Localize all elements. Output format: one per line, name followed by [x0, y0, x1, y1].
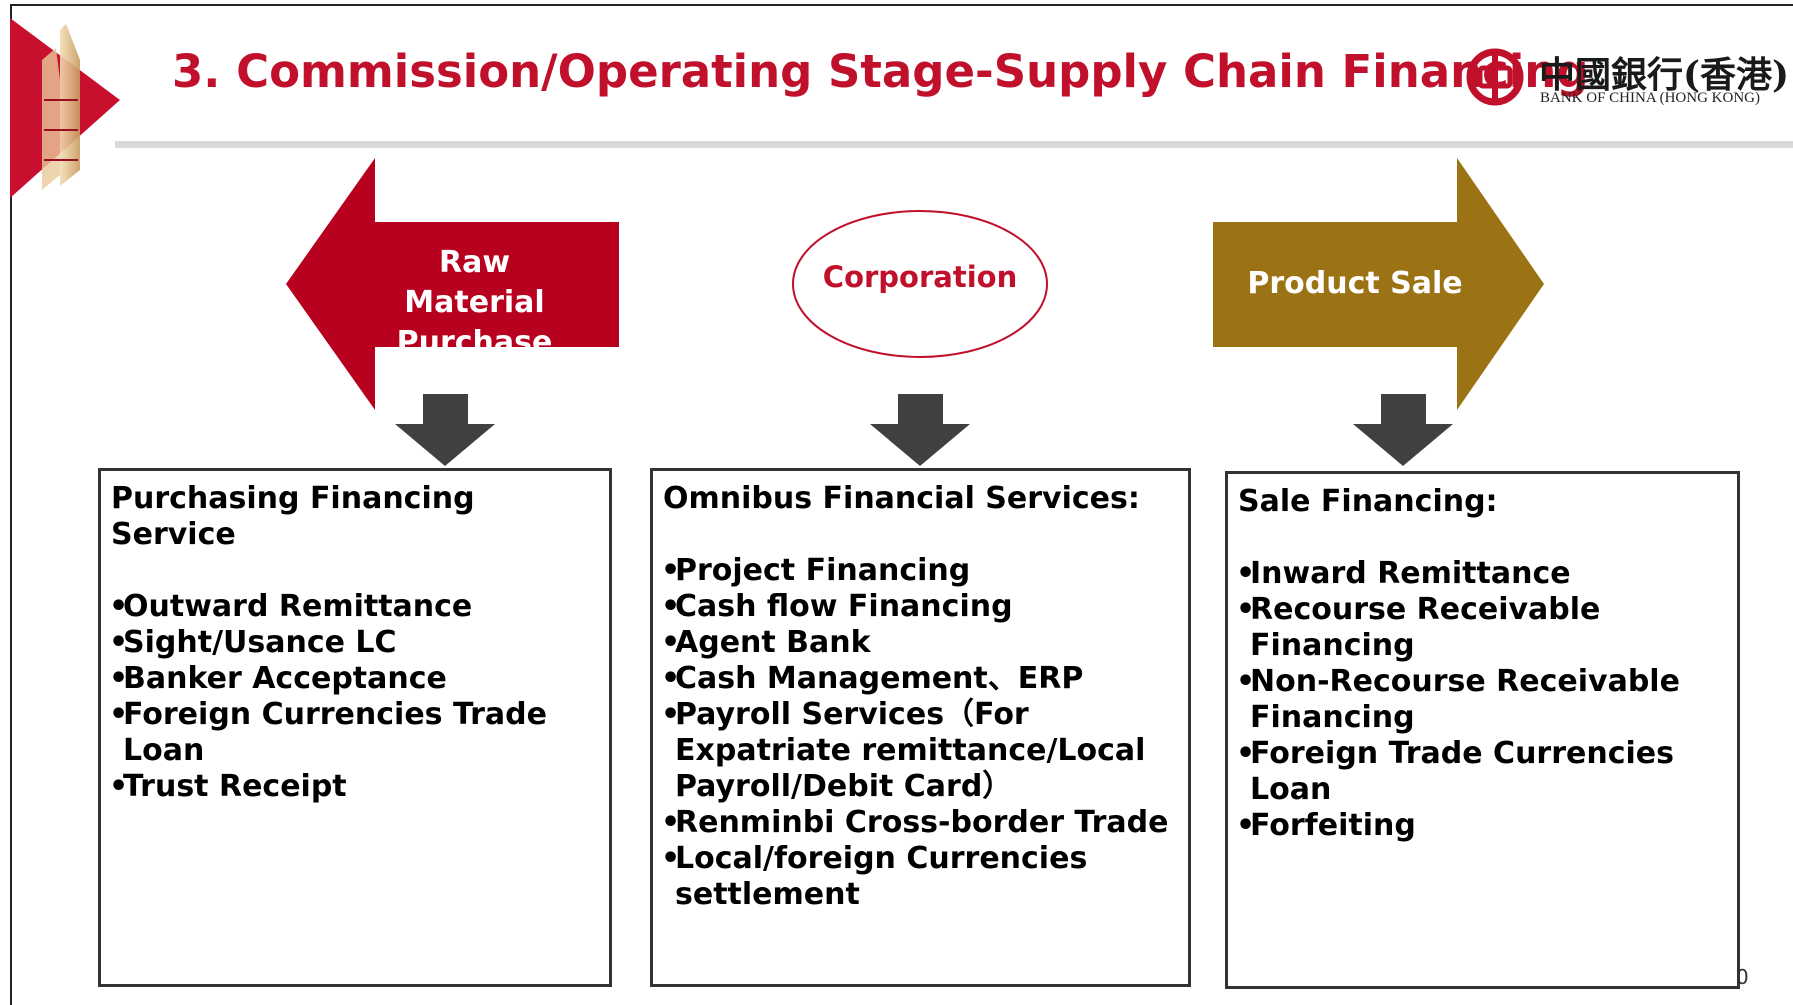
box-heading: Omnibus Financial Services:	[663, 481, 1140, 516]
product-sale-label: Product Sale	[1247, 266, 1463, 301]
product-sale-arrow	[1213, 158, 1544, 410]
bank-logo-icon	[1466, 48, 1524, 106]
service-list: Inward Remittance Recourse Receivable Fi…	[1236, 556, 1727, 844]
list-item: Payroll Services（For Expatriate remittan…	[661, 697, 1178, 805]
corporation-label: Corporation	[822, 260, 1018, 294]
service-list: Project Financing Cash flow Financing Ag…	[661, 553, 1178, 913]
list-item: Local/foreign Currencies settlement	[661, 841, 1178, 913]
list-item: Banker Acceptance	[109, 661, 599, 697]
corner-emblem-icon	[10, 18, 120, 198]
slide-frame	[10, 4, 1793, 1005]
list-item: Outward Remittance	[109, 589, 599, 625]
down-arrow-icon	[395, 394, 495, 466]
list-item: Trust Receipt	[109, 769, 599, 805]
list-item: Sight/Usance LC	[109, 625, 599, 661]
list-item: Foreign Trade Currencies Loan	[1236, 736, 1727, 808]
list-item: Recourse Receivable Financing	[1236, 592, 1727, 664]
list-item: Agent Bank	[661, 625, 1178, 661]
logo-english-text: BANK OF CHINA (HONG KONG)	[1540, 90, 1760, 106]
box-heading: Sale Financing:	[1238, 484, 1498, 519]
down-arrow-icon	[1353, 394, 1453, 466]
corporation-ellipse	[792, 210, 1048, 358]
purchasing-financing-box: Purchasing Financing Service Outward Rem…	[98, 468, 612, 987]
list-item: Non-Recourse Receivable Financing	[1236, 664, 1727, 736]
list-item: Cash Management、ERP	[661, 661, 1178, 697]
list-item: Cash flow Financing	[661, 589, 1178, 625]
sale-financing-box: Sale Financing: Inward Remittance Recour…	[1225, 471, 1740, 989]
bank-logo: 中國銀行(香港) BANK OF CHINA (HONG KONG)	[1463, 42, 1789, 112]
slide-title: 3. Commission/Operating Stage-Supply Cha…	[172, 45, 1589, 98]
raw-material-arrow	[286, 158, 619, 410]
service-list: Outward Remittance Sight/Usance LC Banke…	[109, 589, 599, 805]
raw-material-label: Raw Material Purchase	[396, 245, 553, 360]
box-heading: Purchasing Financing Service	[111, 481, 475, 552]
logo-chinese-text: 中國銀行(香港)	[1539, 54, 1790, 96]
list-item: Forfeiting	[1236, 808, 1727, 844]
list-item: Renminbi Cross-border Trade	[661, 805, 1178, 841]
down-arrow-icon	[870, 394, 970, 466]
page-number: 0	[1736, 965, 1749, 989]
list-item: Inward Remittance	[1236, 556, 1727, 592]
list-item: Project Financing	[661, 553, 1178, 589]
header-divider	[115, 141, 1793, 148]
list-item: Foreign Currencies Trade Loan	[109, 697, 599, 769]
omnibus-services-box: Omnibus Financial Services: Project Fina…	[650, 468, 1191, 987]
